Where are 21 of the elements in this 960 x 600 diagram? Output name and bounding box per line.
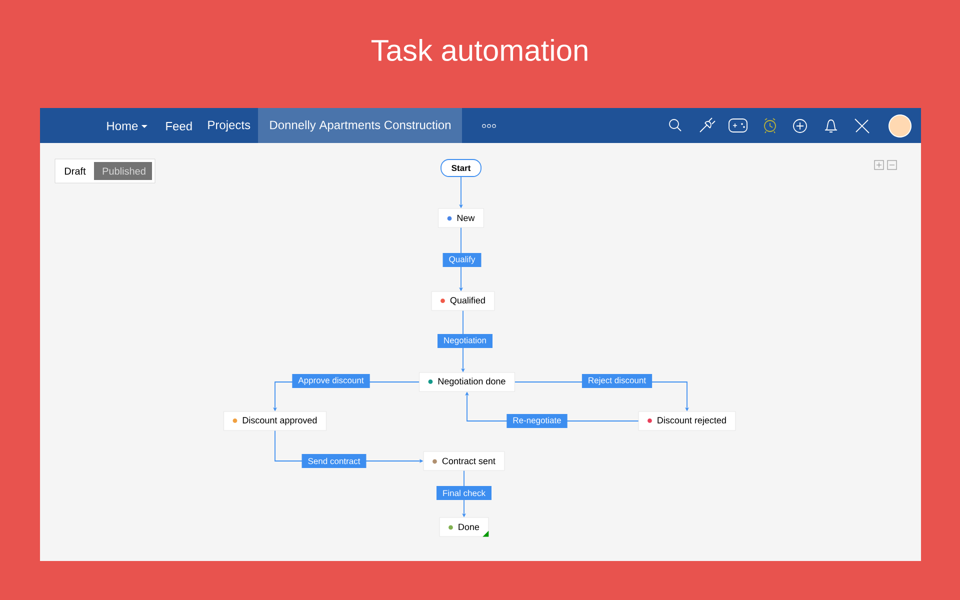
project-tab: Donnelly Apartments Construction <box>258 108 462 143</box>
nav-link: Feed <box>166 122 192 130</box>
nav-link: Projects <box>208 120 250 132</box>
toggle-button: Published <box>94 162 152 180</box>
status-box: New <box>438 208 484 228</box>
edge-label: Approve discount <box>292 374 370 388</box>
edge-label: Re-negotiate <box>506 414 568 428</box>
edge-label: Reject discount <box>582 374 652 388</box>
status-box: Discount rejected <box>638 411 736 431</box>
edge-label: Send contract <box>302 454 366 468</box>
status-box: Done <box>439 517 489 537</box>
nav-menu: Home <box>107 122 148 130</box>
status-box: Negotiation done <box>419 372 515 392</box>
status-box: Discount approved <box>224 411 326 431</box>
status-box: Contract sent <box>423 451 505 471</box>
edge-label: Negotiation <box>438 334 492 348</box>
edge-label: Final check <box>436 486 492 500</box>
status-box: Qualified <box>431 291 495 311</box>
edge-label: Qualify <box>442 253 482 267</box>
title: Task automation <box>371 39 588 62</box>
start-terminal: Start <box>440 159 482 177</box>
